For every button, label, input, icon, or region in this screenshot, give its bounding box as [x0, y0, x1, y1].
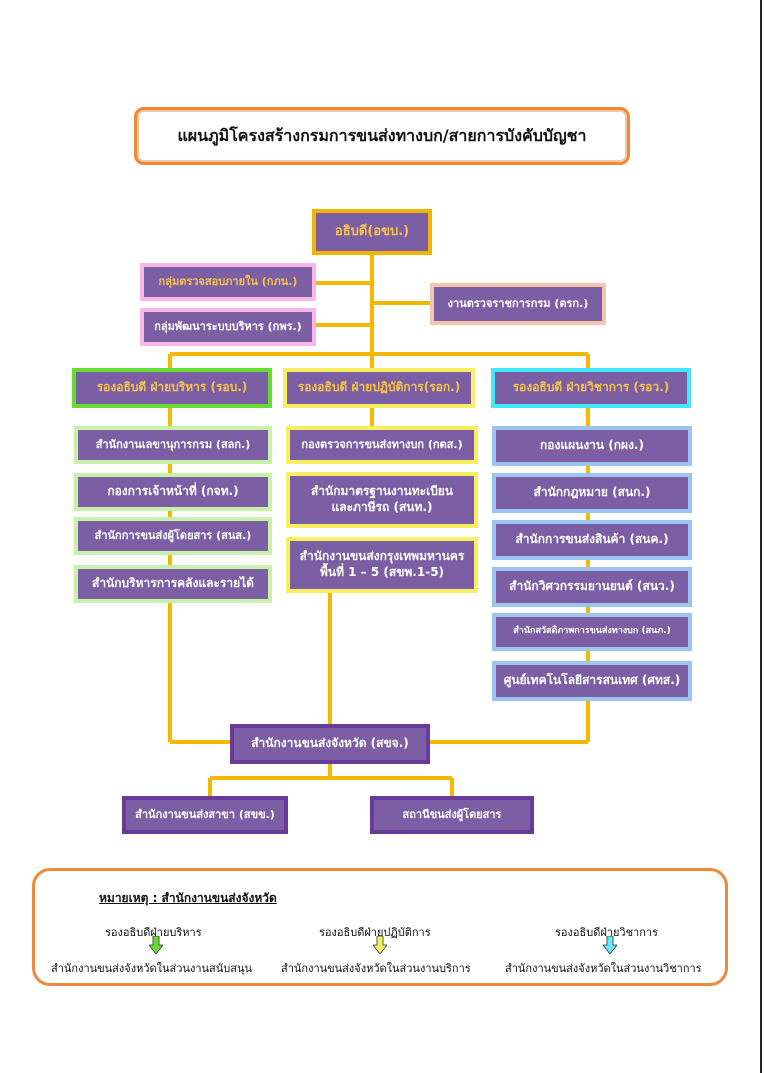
- note-panel: หมายเหตุ : สำนักงานขนส่งจังหวัด รองอธิบด…: [32, 868, 728, 986]
- tech-unit-node: สำนักวิศวกรรมยานยนต์ (สนว.): [492, 567, 692, 607]
- branch-office-node: สำนักงานขนส่งสาขา (สขข.): [122, 796, 288, 834]
- note-head-admin: รองอธิบดีฝ่ายบริหาร: [105, 926, 202, 939]
- director-node: อธิบดี(อขบ.): [312, 209, 432, 255]
- ops-unit-line: กองตรวจการขนส่งทางบก (กตส.): [301, 437, 463, 451]
- inspection-node: งานตรวจราชการกรม (ตรก.): [430, 283, 606, 325]
- deputy-ops-node: รองอธิบดี ฝ่ายปฏิบัติการ(รอก.): [283, 368, 475, 408]
- ops-unit-node: สำนักมาตรฐานงานทะเบียน และภาษีรถ (สนท.): [286, 472, 478, 528]
- ops-unit-node: สำนักงานขนส่งกรุงเทพมหานคร พื้นที่ 1 – 5…: [286, 537, 478, 593]
- tech-unit-node: ศูนย์เทคโนโลยีสารสนเทศ (ศทส.): [492, 661, 692, 701]
- tech-unit-node: สำนักกฎหมาย (สนก.): [492, 473, 692, 513]
- ops-unit-line: สำนักมาตรฐานงานทะเบียน: [310, 484, 454, 499]
- down-arrow-icon: [603, 936, 617, 954]
- chart-title: แผนภูมิโครงสร้างกรมการขนส่งทางบก/สายการบ…: [134, 107, 630, 165]
- ops-unit-line: และภาษีรถ (สนท.): [331, 500, 433, 514]
- ops-unit-line: พื้นที่ 1 – 5 (สขพ.1-5): [319, 565, 445, 579]
- admin-unit-node: สำนักการขนส่งผู้โดยสาร (สนส.): [74, 517, 272, 555]
- note-sub-ops: สำนักงานขนส่งจังหวัดในส่วนงานบริการ: [281, 962, 471, 975]
- admin-unit-node: สำนักบริหารการคลังและรายได้: [74, 565, 272, 603]
- tech-unit-node: กองแผนงาน (กผง.): [492, 426, 692, 466]
- admin-development-node: กลุ่มพัฒนาระบบบริหาร (กพร.): [140, 308, 316, 346]
- ops-unit-line: สำนักงานขนส่งกรุงเทพมหานคร: [299, 549, 465, 564]
- tech-unit-node: สำนักสวัสดิภาพการขนส่งทางบก (สนภ.): [492, 613, 692, 651]
- note-head-ops: รองอธิบดีฝ่ายปฏิบัติการ: [319, 926, 431, 939]
- note-head-tech: รองอธิบดีฝ่ายวิชาการ: [555, 926, 658, 939]
- admin-unit-node: สำนักงานเลขานุการกรม (สลก.): [74, 426, 272, 464]
- bus-terminal-node: สถานีขนส่งผู้โดยสาร: [370, 796, 534, 834]
- provincial-office-node: สำนักงานขนส่งจังหวัด (สขจ.): [230, 724, 430, 764]
- internal-audit-node: กลุ่มตรวจสอบภายใน (กภน.): [140, 263, 316, 301]
- deputy-tech-node: รองอธิบดี ฝ่ายวิชาการ (รอว.): [491, 368, 691, 408]
- note-title: หมายเหตุ : สำนักงานขนส่งจังหวัด: [99, 891, 277, 905]
- down-arrow-icon: [149, 936, 163, 954]
- ops-unit-node: กองตรวจการขนส่งทางบก (กตส.): [286, 426, 478, 464]
- note-sub-tech: สำนักงานขนส่งจังหวัดในส่วนงานวิชาการ: [505, 962, 702, 975]
- down-arrow-icon: [373, 936, 387, 954]
- deputy-admin-node: รองอธิบดี ฝ่ายบริหาร (รอบ.): [72, 368, 272, 408]
- page-edge-line: [760, 0, 762, 1073]
- note-sub-admin: สำนักงานขนส่งจังหวัดในส่วนงานสนับสนุน: [51, 962, 252, 975]
- tech-unit-node: สำนักการขนส่งสินค้า (สนค.): [492, 520, 692, 560]
- admin-unit-node: กองการเจ้าหน้าที่ (กจท.): [74, 473, 272, 511]
